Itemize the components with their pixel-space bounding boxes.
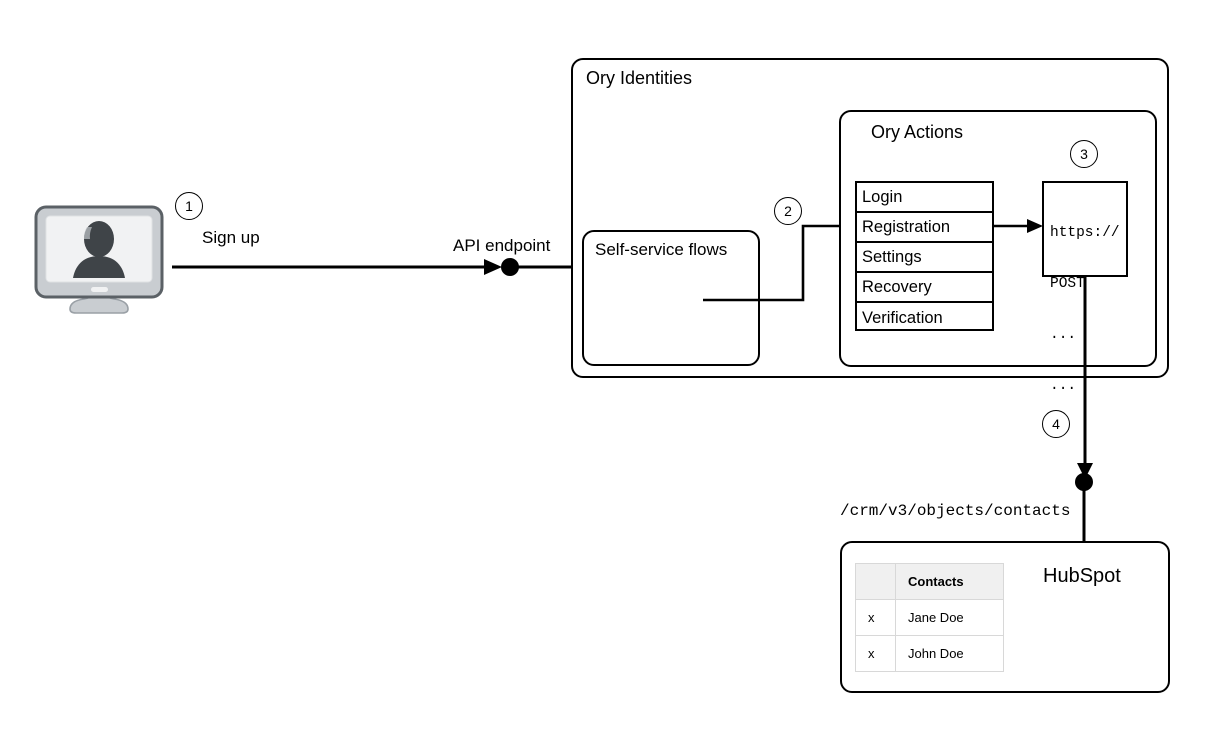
step-badge-4: 4 — [1042, 410, 1070, 438]
webhook-line-2: POST — [1050, 276, 1085, 292]
step-badge-4-label: 4 — [1052, 416, 1060, 432]
flow-label-registration: Registration — [862, 217, 951, 236]
webhook-box: https:// POST ... ... — [1042, 181, 1128, 394]
webhook-line-3: ... — [1050, 327, 1077, 343]
self-service-flows-box — [582, 230, 760, 366]
api-endpoint-label: API endpoint — [453, 236, 551, 255]
step-badge-2-label: 2 — [784, 203, 792, 219]
step-badge-1-label: 1 — [185, 198, 193, 214]
hubspot-endpoint-connector — [1073, 471, 1097, 551]
flow-label-login: Login — [862, 187, 903, 206]
self-service-flows-title: Self-service flows — [595, 240, 728, 259]
api-endpoint-connector — [500, 255, 578, 279]
webhook-line-4: ... — [1050, 378, 1077, 394]
table-header-row: Contacts — [855, 563, 1004, 600]
row-name-cell: Jane Doe — [895, 599, 1004, 636]
row-select-cell[interactable]: x — [855, 599, 896, 636]
ory-actions-title: Ory Actions — [871, 122, 964, 142]
step-badge-2: 2 — [774, 197, 802, 225]
monitor-user-icon — [34, 205, 164, 315]
step-badge-1: 1 — [175, 192, 203, 220]
row-name-cell: John Doe — [895, 635, 1004, 672]
webhook-line-1: https:// — [1050, 225, 1120, 241]
flow-row-settings[interactable]: Settings — [857, 243, 992, 273]
arrow-webhook-to-hubspot — [1074, 277, 1096, 479]
flow-label-recovery: Recovery — [862, 277, 932, 296]
flow-label-settings: Settings — [862, 247, 922, 266]
flow-label-verification: Verification — [862, 308, 943, 327]
ory-identities-title: Ory Identities — [586, 68, 693, 88]
flow-list: Login Registration Settings Recovery Ver… — [855, 181, 994, 331]
row-select-cell[interactable]: x — [855, 635, 896, 672]
sign-up-label: Sign up — [202, 228, 260, 247]
hubspot-title: HubSpot — [1043, 565, 1121, 587]
contacts-table: Contacts x Jane Doe x John Doe — [855, 563, 1004, 672]
arrow-signup-to-api — [172, 252, 502, 282]
table-row[interactable]: x Jane Doe — [855, 599, 1004, 636]
step-badge-3-label: 3 — [1080, 146, 1088, 162]
table-header-select — [855, 563, 896, 600]
table-row[interactable]: x John Doe — [855, 635, 1004, 672]
step-badge-3: 3 — [1070, 140, 1098, 168]
flow-row-recovery[interactable]: Recovery — [857, 273, 992, 303]
flow-row-registration[interactable]: Registration — [857, 213, 992, 243]
flow-row-verification[interactable]: Verification — [857, 303, 992, 333]
table-header-contacts: Contacts — [895, 563, 1004, 600]
hubspot-endpoint-path: /crm/v3/objects/contacts — [840, 502, 1071, 520]
flow-row-login[interactable]: Login — [857, 183, 992, 213]
arrow-registration-to-webhook — [994, 215, 1044, 237]
